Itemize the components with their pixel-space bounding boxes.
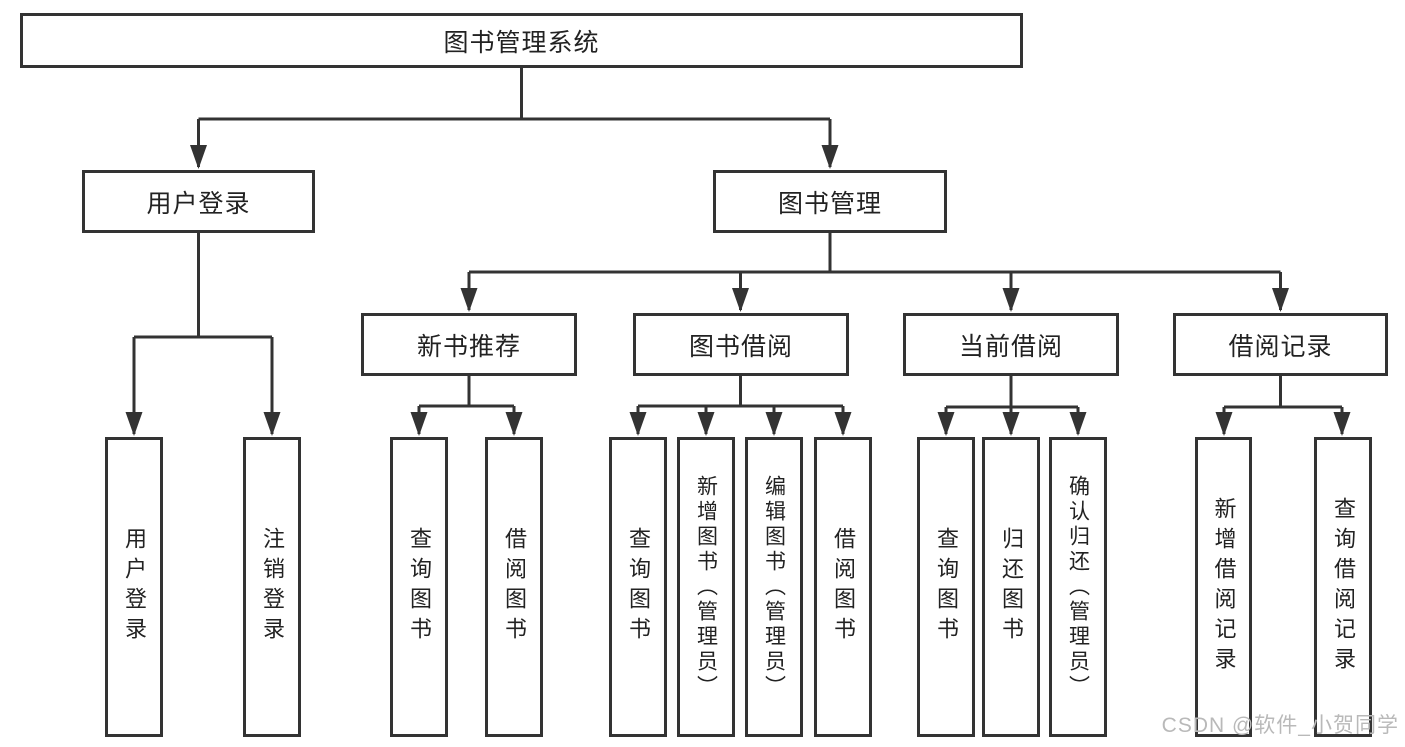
leaf-borrow-books-borrowing: 借阅图书	[814, 437, 872, 737]
connector-rails	[134, 68, 1342, 409]
leaf-label: 用户登录	[122, 527, 147, 647]
node-label: 用户登录	[146, 189, 251, 218]
node-label: 当前借阅	[958, 332, 1063, 361]
node-user-login: 用户登录	[82, 170, 315, 233]
leaf-label: 编辑图书（管理员）	[762, 474, 786, 700]
leaf-query-borrow-record: 查询借阅记录	[1314, 437, 1372, 737]
node-borrowing-records: 借阅记录	[1173, 313, 1388, 376]
leaf-query-books-current: 查询图书	[917, 437, 975, 737]
leaf-label: 归还图书	[999, 527, 1024, 647]
leaf-label: 新增借阅记录	[1211, 497, 1237, 677]
node-label: 图书借阅	[688, 332, 793, 361]
leaf-edit-book-admin: 编辑图书（管理员）	[745, 437, 803, 737]
node-book-management: 图书管理	[713, 170, 947, 233]
leaf-label: 注销登录	[260, 527, 285, 647]
node-new-book-recommendation: 新书推荐	[361, 313, 577, 376]
leaf-borrow-books-recommend: 借阅图书	[485, 437, 543, 737]
node-label: 新书推荐	[416, 332, 521, 361]
leaf-query-books-recommend: 查询图书	[390, 437, 448, 737]
leaf-return-book: 归还图书	[982, 437, 1040, 737]
node-label: 借阅记录	[1228, 332, 1333, 361]
leaf-label: 确认归还（管理员）	[1066, 474, 1090, 700]
leaf-confirm-return-admin: 确认归还（管理员）	[1049, 437, 1107, 737]
leaf-label: 借阅图书	[502, 527, 527, 647]
node-label: 图书管理系统	[443, 28, 600, 57]
node-library-management-system: 图书管理系统	[20, 13, 1023, 68]
leaf-logout: 注销登录	[243, 437, 301, 737]
leaf-label: 查询借阅记录	[1331, 497, 1356, 677]
leaf-label: 新增图书（管理员）	[694, 474, 718, 700]
node-label: 图书管理	[777, 189, 882, 218]
node-current-borrowing: 当前借阅	[903, 313, 1119, 376]
node-book-borrowing: 图书借阅	[633, 313, 849, 376]
leaf-label: 借阅图书	[831, 527, 856, 647]
leaf-user-login: 用户登录	[105, 437, 163, 737]
watermark: CSDN @软件_小贺同学	[1161, 714, 1399, 737]
leaf-query-books-borrowing: 查询图书	[609, 437, 667, 737]
leaf-label: 查询图书	[934, 527, 959, 647]
connector-arrows	[125, 119, 1351, 436]
leaf-add-book-admin: 新增图书（管理员）	[677, 437, 735, 737]
leaf-label: 查询图书	[407, 527, 432, 647]
leaf-add-borrow-record: 新增借阅记录	[1195, 437, 1252, 737]
leaf-label: 查询图书	[626, 527, 651, 647]
